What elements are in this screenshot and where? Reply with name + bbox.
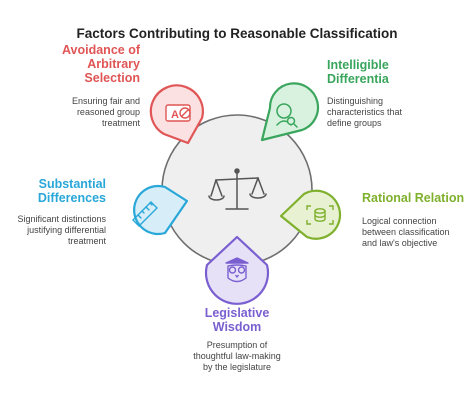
user-search-icon — [276, 103, 298, 128]
pin-substantial-differences — [132, 184, 189, 236]
scales-of-justice-icon — [208, 168, 267, 210]
factor-heading-avoidance: Avoidance of Arbitrary Selection — [61, 43, 140, 85]
factor-heading-rational: Rational Relation — [362, 191, 465, 205]
ban-sign-icon: A — [165, 104, 191, 122]
factor-description-avoidance: Ensuring fair and reasoned group treatme… — [71, 96, 140, 128]
svg-text:A: A — [171, 109, 179, 121]
database-target-icon — [306, 205, 334, 225]
pin-rational-relation — [279, 189, 342, 240]
pin-intelligible-differentia — [260, 82, 320, 142]
factor-description-legislative: Presumption of thoughtful law-making by … — [193, 340, 281, 372]
ruler-icon — [132, 201, 158, 227]
factor-description-intelligible: Distinguishing characteristics that defi… — [327, 96, 403, 128]
pin-avoidance-of-arbitrary-selection: A — [149, 84, 204, 145]
factor-description-substantial: Significant distinctions justifying diff… — [17, 214, 106, 246]
owl-icon — [225, 257, 249, 283]
factor-heading-legislative: Legislative Wisdom — [204, 306, 270, 334]
pin-legislative-wisdom — [204, 235, 270, 305]
factor-description-rational: Logical connection between classificatio… — [362, 216, 450, 248]
factor-heading-substantial: Substantial Differences — [37, 177, 106, 205]
page-title: Factors Contributing to Reasonable Class… — [76, 26, 398, 41]
factor-heading-intelligible: Intelligible Differentia — [327, 58, 389, 86]
